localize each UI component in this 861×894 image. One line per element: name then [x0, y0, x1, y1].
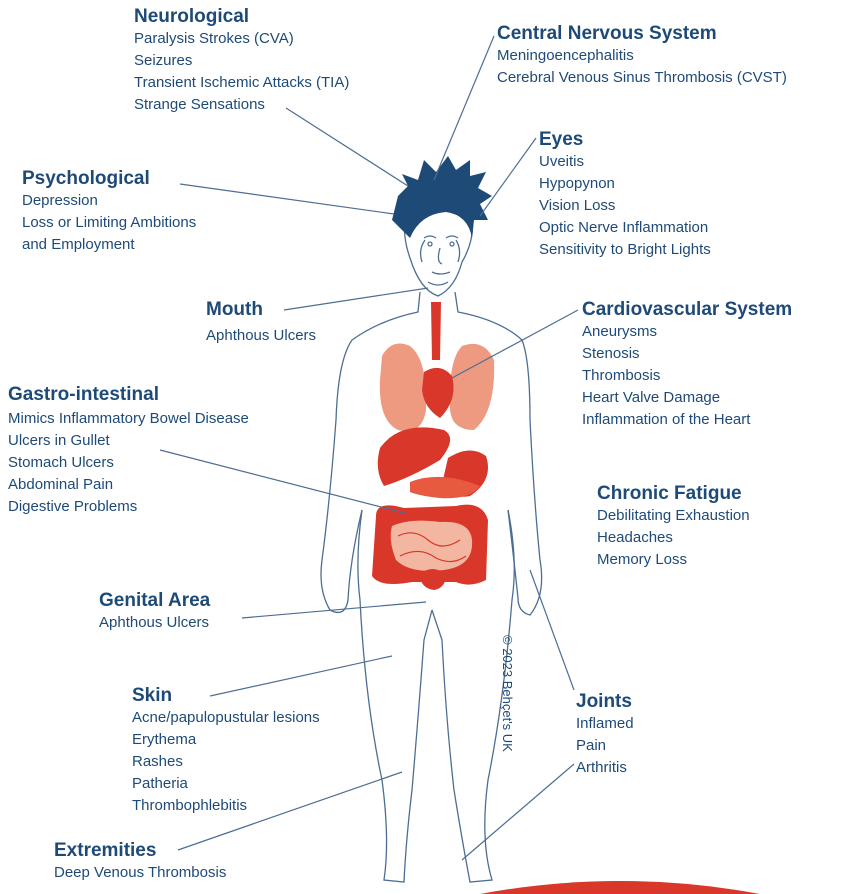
- left-lung: [380, 344, 426, 432]
- gastro-item: Abdominal Pain: [8, 474, 249, 496]
- cardio-item: Thrombosis: [582, 365, 792, 387]
- gastro-title: Gastro-intestinal: [8, 384, 249, 406]
- genital-group: Genital Area Aphthous Ulcers: [99, 590, 210, 634]
- mouth-title: Mouth: [206, 299, 316, 321]
- skin-title: Skin: [132, 685, 320, 707]
- cns-item: Cerebral Venous Sinus Thrombosis (CVST): [497, 67, 787, 89]
- cns-item: Meningoencephalitis: [497, 45, 787, 67]
- skin-group: Skin Acne/papulopustular lesions Erythem…: [132, 685, 320, 817]
- cardio-title: Cardiovascular System: [582, 299, 792, 321]
- right-lung: [450, 344, 494, 430]
- joints-item: Pain: [576, 735, 634, 757]
- cardio-item: Heart Valve Damage: [582, 387, 792, 409]
- fatigue-item: Debilitating Exhaustion: [597, 505, 750, 527]
- eyes-item: Uveitis: [539, 151, 711, 173]
- neurological-title: Neurological: [134, 6, 349, 28]
- eyes-item: Hypopynon: [539, 173, 711, 195]
- gastro-item: Stomach Ulcers: [8, 452, 249, 474]
- skin-item: Acne/papulopustular lesions: [132, 707, 320, 729]
- joints-item: Inflamed: [576, 713, 634, 735]
- bladder: [420, 569, 446, 590]
- cns-group: Central Nervous System Meningoencephalit…: [497, 23, 787, 89]
- cardio-item: Stenosis: [582, 343, 792, 365]
- neurological-item: Seizures: [134, 50, 349, 72]
- windpipe: [431, 302, 441, 360]
- joints-title: Joints: [576, 691, 634, 713]
- skin-item: Erythema: [132, 729, 320, 751]
- extremities-group: Extremities Deep Venous Thrombosis: [54, 840, 226, 884]
- gastro-item: Mimics Inflammatory Bowel Disease: [8, 408, 249, 430]
- neurological-item: Transient Ischemic Attacks (TIA): [134, 72, 349, 94]
- heart: [422, 368, 454, 418]
- fatigue-item: Memory Loss: [597, 549, 750, 571]
- fatigue-item: Headaches: [597, 527, 750, 549]
- extremities-item: Deep Venous Thrombosis: [54, 862, 226, 884]
- extremities-title: Extremities: [54, 840, 226, 862]
- cardio-item: Aneurysms: [582, 321, 792, 343]
- psychological-item: and Employment: [22, 234, 196, 256]
- neurological-item: Paralysis Strokes (CVA): [134, 28, 349, 50]
- psychological-item: Loss or Limiting Ambitions: [22, 212, 196, 234]
- mouth-item: Aphthous Ulcers: [206, 325, 316, 347]
- cns-title: Central Nervous System: [497, 23, 787, 45]
- organs: [372, 302, 494, 590]
- skin-item: Patheria: [132, 773, 320, 795]
- psychological-title: Psychological: [22, 168, 196, 190]
- mouth-group: Mouth Aphthous Ulcers: [206, 299, 316, 347]
- cardio-group: Cardiovascular System Aneurysms Stenosis…: [582, 299, 792, 431]
- psychological-item: Depression: [22, 190, 196, 212]
- genital-title: Genital Area: [99, 590, 210, 612]
- floor-arc: [480, 881, 760, 894]
- gastro-item: Ulcers in Gullet: [8, 430, 249, 452]
- small-intestine: [391, 521, 472, 571]
- gastro-item: Digestive Problems: [8, 496, 249, 518]
- skin-item: Thrombophlebitis: [132, 795, 320, 817]
- joints-item: Arthritis: [576, 757, 634, 779]
- eyes-group: Eyes Uveitis Hypopynon Vision Loss Optic…: [539, 129, 711, 261]
- skin-item: Rashes: [132, 751, 320, 773]
- eyes-item: Vision Loss: [539, 195, 711, 217]
- fatigue-group: Chronic Fatigue Debilitating Exhaustion …: [597, 483, 750, 571]
- joints-group: Joints Inflamed Pain Arthritis: [576, 691, 634, 779]
- neurological-item: Strange Sensations: [134, 94, 349, 116]
- psychological-group: Psychological Depression Loss or Limitin…: [22, 168, 196, 256]
- neurological-group: Neurological Paralysis Strokes (CVA) Sei…: [134, 6, 349, 116]
- cardio-item: Inflammation of the Heart: [582, 409, 792, 431]
- gastro-group: Gastro-intestinal Mimics Inflammatory Bo…: [8, 384, 249, 518]
- eyes-item: Optic Nerve Inflammation: [539, 217, 711, 239]
- fatigue-title: Chronic Fatigue: [597, 483, 750, 505]
- eyes-title: Eyes: [539, 129, 711, 151]
- genital-item: Aphthous Ulcers: [99, 612, 210, 634]
- eyes-item: Sensitivity to Bright Lights: [539, 239, 711, 261]
- copyright-text: © 2023 Behçet's UK: [495, 635, 515, 755]
